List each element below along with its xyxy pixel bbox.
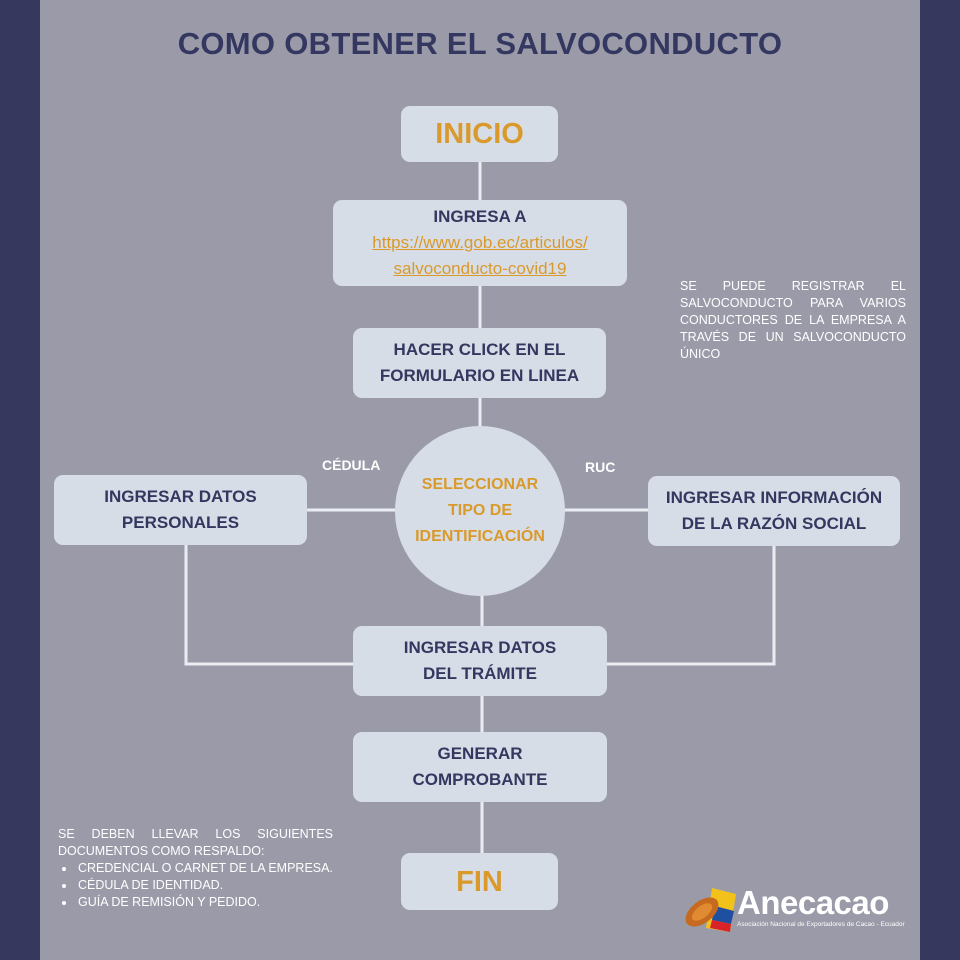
step-procedure-data-line2: DEL TRÁMITE xyxy=(423,664,537,683)
start-node: INICIO xyxy=(401,106,558,162)
step-personal-data: INGRESAR DATOS PERSONALES xyxy=(54,475,307,545)
documents-list-item: CÉDULA DE IDENTIDAD. xyxy=(76,877,333,894)
documents-list-item: CREDENCIAL O CARNET DE LA EMPRESA. xyxy=(76,860,333,877)
documents-note: SE DEBEN LLEVAR LOS SIGUIENTES DOCUMENTO… xyxy=(58,826,333,911)
branch-label-ruc: RUC xyxy=(585,459,616,475)
step-generate-receipt-line1: GENERAR xyxy=(437,744,523,763)
step-procedure-data-line1: INGRESAR DATOS xyxy=(403,638,557,657)
logo-tagline: Asociación Nacional de Exportadores de C… xyxy=(737,921,905,928)
documents-list: CREDENCIAL O CARNET DE LA EMPRESA. CÉDUL… xyxy=(58,860,333,911)
step-generate-receipt-line2: COMPROBANTE xyxy=(412,770,548,789)
logo-name: Anecacao xyxy=(737,884,889,921)
step-enter-website: INGRESA A https://www.gob.ec/articulos/ … xyxy=(333,200,627,286)
step-click-form: HACER CLICK EN EL FORMULARIO EN LINEA xyxy=(353,328,606,398)
step-click-form-line2: FORMULARIO EN LINEA xyxy=(379,366,580,385)
website-link-line1[interactable]: https://www.gob.ec/articulos/ xyxy=(372,233,588,252)
start-label: INICIO xyxy=(435,118,524,150)
connector-left-step3 xyxy=(184,544,355,666)
branch-label-cedula: CÉDULA xyxy=(322,457,381,473)
step-personal-data-line1: INGRESAR DATOS xyxy=(104,487,257,506)
page-title: COMO OBTENER EL SALVOCONDUCTO xyxy=(177,26,783,61)
cacao-pod-icon xyxy=(685,888,736,932)
documents-list-item: GUÍA DE REMISIÓN Y PEDIDO. xyxy=(76,894,333,911)
step-enter-website-label: INGRESA A xyxy=(433,207,527,226)
step-company-info-line2: DE LA RAZÓN SOCIAL xyxy=(681,514,867,533)
anecacao-logo: Anecacao Asociación Nacional de Exportad… xyxy=(682,884,912,936)
flowchart-canvas: COMO OBTENER EL SALVOCONDUCTO INICIO ING… xyxy=(40,0,920,960)
step-generate-receipt: GENERAR COMPROBANTE xyxy=(353,732,607,802)
decision-line3: IDENTIFICACIÓN xyxy=(415,528,545,545)
decision-node: SELECCIONAR TIPO DE IDENTIFICACIÓN xyxy=(395,426,565,596)
step-personal-data-line2: PERSONALES xyxy=(121,513,240,532)
side-note: SE PUEDE REGISTRAR EL SALVOCONDUCTO PARA… xyxy=(680,279,906,361)
connector-right-step3 xyxy=(605,545,776,666)
connector-lines xyxy=(184,160,776,855)
step-procedure-data: INGRESAR DATOS DEL TRÁMITE xyxy=(353,626,607,696)
end-label: FIN xyxy=(456,865,503,898)
documents-intro: SE DEBEN LLEVAR LOS SIGUIENTES DOCUMENTO… xyxy=(58,827,333,858)
step-company-info-line1: INGRESAR INFORMACIÓN xyxy=(665,488,883,507)
decision-line2: TIPO DE xyxy=(447,502,512,519)
step-company-info: INGRESAR INFORMACIÓN DE LA RAZÓN SOCIAL xyxy=(648,476,900,546)
website-link-line2[interactable]: salvoconducto-covid19 xyxy=(393,259,567,278)
decision-line1: SELECCIONAR xyxy=(421,476,539,493)
step-click-form-line1: HACER CLICK EN EL xyxy=(393,340,566,359)
end-node: FIN xyxy=(401,853,558,910)
